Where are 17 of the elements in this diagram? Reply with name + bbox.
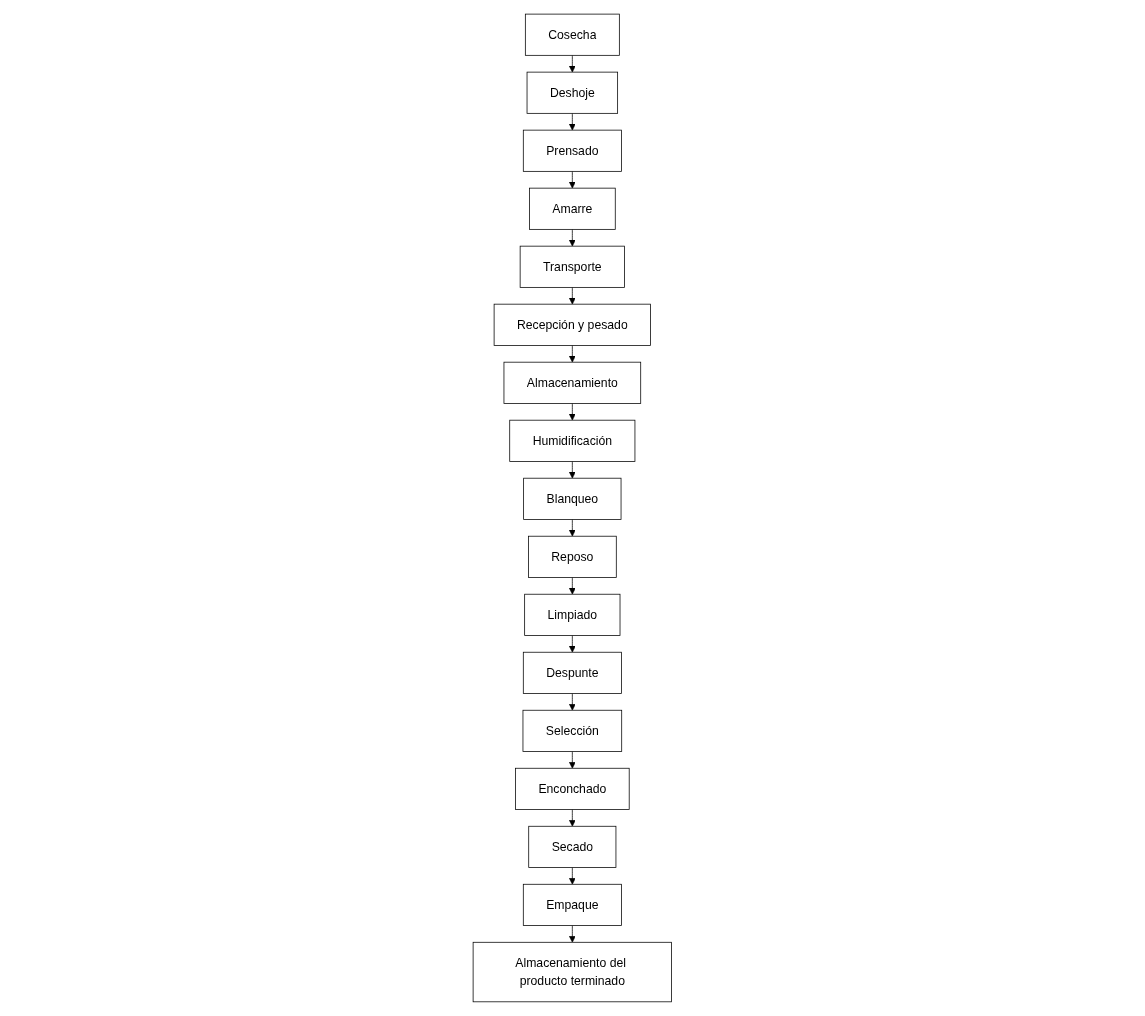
node-box: Deshoje (526, 71, 619, 114)
node-box: Recepción y pesado (493, 303, 652, 346)
node-box: Despunte (523, 651, 622, 694)
node-box: Reposo (528, 535, 617, 578)
node-box: Humidificación (509, 419, 636, 462)
node-box: Prensado (523, 129, 622, 172)
node-box: Blanqueo (523, 477, 622, 520)
node-box: Almacenamiento (503, 361, 642, 404)
node-box: Empaque (523, 883, 622, 926)
node-box: Enconchado (515, 767, 630, 810)
node-box: Limpiado (524, 593, 621, 636)
node-box: Almacenamiento del producto terminado (472, 941, 673, 1003)
node-box: Selección (522, 709, 623, 752)
node-box: Amarre (529, 187, 616, 230)
node-box: Transporte (519, 245, 626, 288)
node-box: Secado (528, 825, 617, 868)
node-box: Cosecha (525, 13, 620, 56)
